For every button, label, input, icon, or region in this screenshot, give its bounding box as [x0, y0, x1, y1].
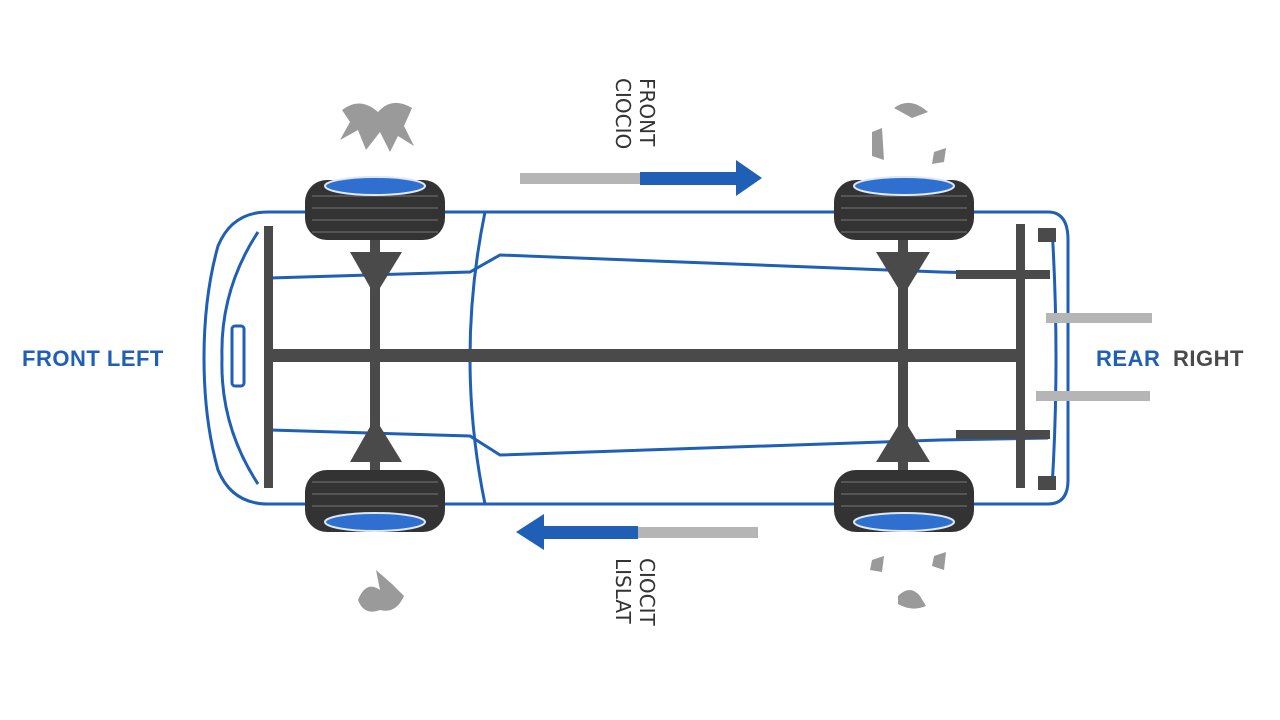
- splash-mark-icon: [340, 102, 946, 612]
- rear-top-mount: [876, 252, 930, 296]
- splash-rear-bottom-2: [898, 590, 926, 609]
- wheel-front-bottom: [305, 470, 445, 532]
- label-bottom-line-2: LISLAT: [611, 558, 635, 624]
- rear-gray-bar-bottom: [1036, 391, 1150, 401]
- arrow-top-gray-segment: [520, 173, 640, 184]
- wheel-rear-top: [834, 176, 974, 240]
- front-bottom-mount: [350, 418, 402, 462]
- wheel-rear-bottom: [834, 470, 974, 532]
- label-front-left: FRONT LEFT: [22, 346, 164, 371]
- splash-rear-bottom-3: [932, 552, 946, 570]
- frame-rear-bracket-top: [1038, 228, 1056, 242]
- body-grille: [230, 324, 246, 388]
- chassis-frame: [264, 224, 1056, 490]
- rim-front-top: [324, 176, 426, 196]
- arrow-bottom-head: [516, 514, 544, 550]
- body-hood-curve: [220, 231, 260, 485]
- arrow-top-head: [736, 160, 762, 196]
- body-outer-outline: [202, 210, 1070, 506]
- front-top-mount: [350, 252, 402, 296]
- label-bottom-line-1: CIOCIT: [635, 558, 659, 626]
- label-top-line-2: CIOCIO: [611, 78, 635, 149]
- rear-gray-bar-top: [1046, 313, 1152, 323]
- splash-front-top: [340, 102, 414, 152]
- frame-rear-post: [1016, 224, 1025, 488]
- arrow-left-icon: [516, 514, 758, 550]
- arrow-right-icon: [520, 160, 762, 196]
- frame-rear-arm-bottom: [956, 430, 1050, 439]
- frame-rear-axle: [898, 240, 908, 476]
- label-rear-word: REAR: [1096, 346, 1160, 371]
- frame-rear-arm-top: [956, 270, 1050, 279]
- frame-center-rail: [270, 349, 1022, 362]
- arrow-bottom-blue-segment: [540, 526, 638, 539]
- rotated-label-bottom: CIOCIT LISLAT: [611, 558, 659, 626]
- rim-front-bottom: [324, 512, 426, 532]
- splash-front-bottom: [358, 570, 404, 612]
- rim-rear-top: [853, 176, 955, 196]
- splash-rear-top-2: [872, 128, 884, 160]
- body-lower-line: [269, 428, 1049, 457]
- splash-rear-top-3: [932, 148, 946, 164]
- frame-front-axle: [370, 240, 380, 476]
- rim-rear-bottom: [853, 512, 955, 532]
- arrow-top-blue-segment: [640, 172, 740, 185]
- arrow-bottom-gray-segment: [636, 527, 758, 538]
- rotated-label-top: FRONT CIOCIO: [611, 78, 659, 149]
- splash-rear-bottom-1: [870, 556, 884, 572]
- label-right-word: RIGHT: [1173, 346, 1244, 371]
- frame-front-crossbar: [264, 226, 273, 488]
- label-top-line-1: FRONT: [635, 78, 659, 147]
- frame-rear-bracket-bottom: [1038, 476, 1056, 490]
- body-rear-curve: [1050, 227, 1058, 489]
- label-rear-right: REAR RIGHT: [1096, 346, 1244, 371]
- wheel-front-top: [305, 176, 445, 240]
- rear-bottom-mount: [876, 418, 930, 462]
- splash-rear-top-1: [894, 102, 928, 118]
